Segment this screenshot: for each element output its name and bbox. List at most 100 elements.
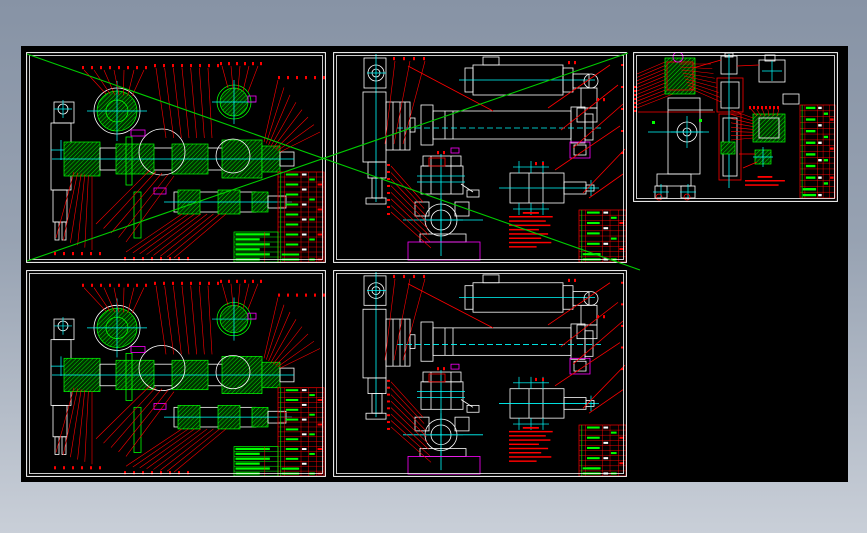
sheet-border (26, 270, 326, 477)
leader-lines (636, 61, 674, 109)
bom-table (799, 104, 836, 199)
drawing-geometry (153, 403, 167, 410)
notes-text-block (509, 426, 553, 462)
drawing-geometry (365, 412, 387, 420)
drawing-geometry (407, 241, 481, 261)
drawing-geometry (572, 103, 624, 149)
dimension-labels (82, 66, 147, 70)
drawing-geometry (656, 173, 692, 187)
leader-lines (390, 381, 432, 463)
drawing-geometry (584, 330, 594, 357)
drawing-geometry (367, 161, 387, 179)
drawing-geometry (454, 416, 470, 432)
dimension-labels (437, 151, 445, 155)
bom-table (277, 171, 325, 263)
leader-lines (55, 387, 93, 465)
drawing-geometry (572, 320, 624, 365)
drawing-sheet-2-assembly-drawing-machine[interactable] (333, 52, 627, 263)
leader-lines (384, 278, 426, 361)
drawing-geometry (716, 77, 744, 113)
drawing-geometry (87, 81, 147, 141)
drawing-geometry (554, 125, 621, 171)
drawing-geometry (782, 93, 800, 105)
dimension-labels (597, 315, 605, 319)
dimension-labels (278, 293, 325, 297)
drawing-geometry (130, 129, 146, 137)
drawing-sheet-5-assembly-drawing-machine-copy[interactable] (333, 270, 627, 477)
drawing-geometry (569, 357, 591, 375)
cad-canvas[interactable] (21, 46, 848, 482)
drawing-sheet-1-assembly-drawing-spindle-box[interactable] (26, 52, 326, 263)
drawing-geometry (667, 97, 701, 175)
drawing-geometry (420, 165, 464, 195)
drawing-geometry (371, 393, 383, 414)
drawing-geometry (87, 298, 147, 358)
drawing-sheet-3-detail-views-sheet[interactable] (633, 52, 838, 202)
drawing-geometry (247, 312, 257, 320)
dimension-labels (154, 281, 219, 285)
drawing-geometry (54, 317, 72, 335)
drawing-geometry (54, 436, 60, 455)
drawing-geometry (736, 64, 760, 67)
drawing-geometry (407, 283, 494, 329)
drawing-geometry (652, 121, 655, 124)
dimension-labels (124, 471, 189, 475)
drawing-geometry (582, 364, 626, 409)
drawing-geometry (385, 318, 411, 367)
drawing-geometry (367, 377, 387, 395)
bom-table (578, 424, 627, 477)
drawing-geometry (525, 376, 537, 389)
leader-lines (83, 287, 145, 314)
leader-lines (155, 67, 213, 139)
drawing-geometry (655, 193, 663, 201)
dimension-labels (393, 274, 425, 279)
drawing-geometry (718, 113, 742, 181)
drawing-geometry (753, 147, 773, 167)
drawing-geometry (385, 101, 411, 151)
drawing-geometry (573, 360, 587, 372)
drawing-geometry (466, 404, 480, 413)
leader-lines (263, 79, 321, 153)
drawing-geometry (758, 117, 780, 139)
leader-lines (221, 65, 259, 93)
dimension-labels (54, 252, 101, 256)
drawing-geometry (53, 101, 75, 124)
drawing-geometry (582, 148, 626, 194)
leader-lines (125, 428, 227, 473)
drawing-geometry (482, 56, 500, 66)
drawing-geometry (742, 161, 758, 169)
drawing-geometry (653, 184, 669, 200)
drawing-geometry (758, 59, 786, 83)
vertical-labels (387, 164, 390, 215)
drawing-geometry (683, 193, 691, 201)
leader-lines (95, 169, 175, 243)
leader-lines (155, 285, 213, 355)
dimension-labels (568, 61, 576, 65)
dimension-labels (220, 62, 262, 66)
dimension-labels (535, 162, 544, 166)
leader-lines (221, 283, 259, 310)
drawing-geometry (428, 373, 446, 383)
drawing-sheet-4-assembly-drawing-spindle-box-copy[interactable] (26, 270, 326, 477)
leader-lines (730, 109, 754, 141)
drawing-geometry (52, 404, 68, 438)
dimension-labels (749, 106, 779, 110)
sheet-border (633, 52, 838, 202)
drawing-geometry (409, 117, 416, 133)
drawing-geometry (362, 308, 387, 379)
dimension-labels (393, 57, 425, 61)
bom-table (578, 209, 627, 263)
drawing-geometry (554, 342, 621, 387)
drawing-geometry (764, 54, 776, 62)
drawing-geometry (720, 81, 740, 109)
drawing-geometry (215, 354, 251, 390)
leader-lines (95, 385, 175, 457)
drawing-geometry (454, 201, 470, 217)
drawing-geometry (513, 418, 525, 430)
drawing-geometry (409, 334, 416, 349)
drawing-geometry (580, 304, 598, 326)
drawing-geometry (54, 100, 72, 118)
leader-lines (390, 165, 432, 249)
title-block-table (233, 231, 279, 263)
